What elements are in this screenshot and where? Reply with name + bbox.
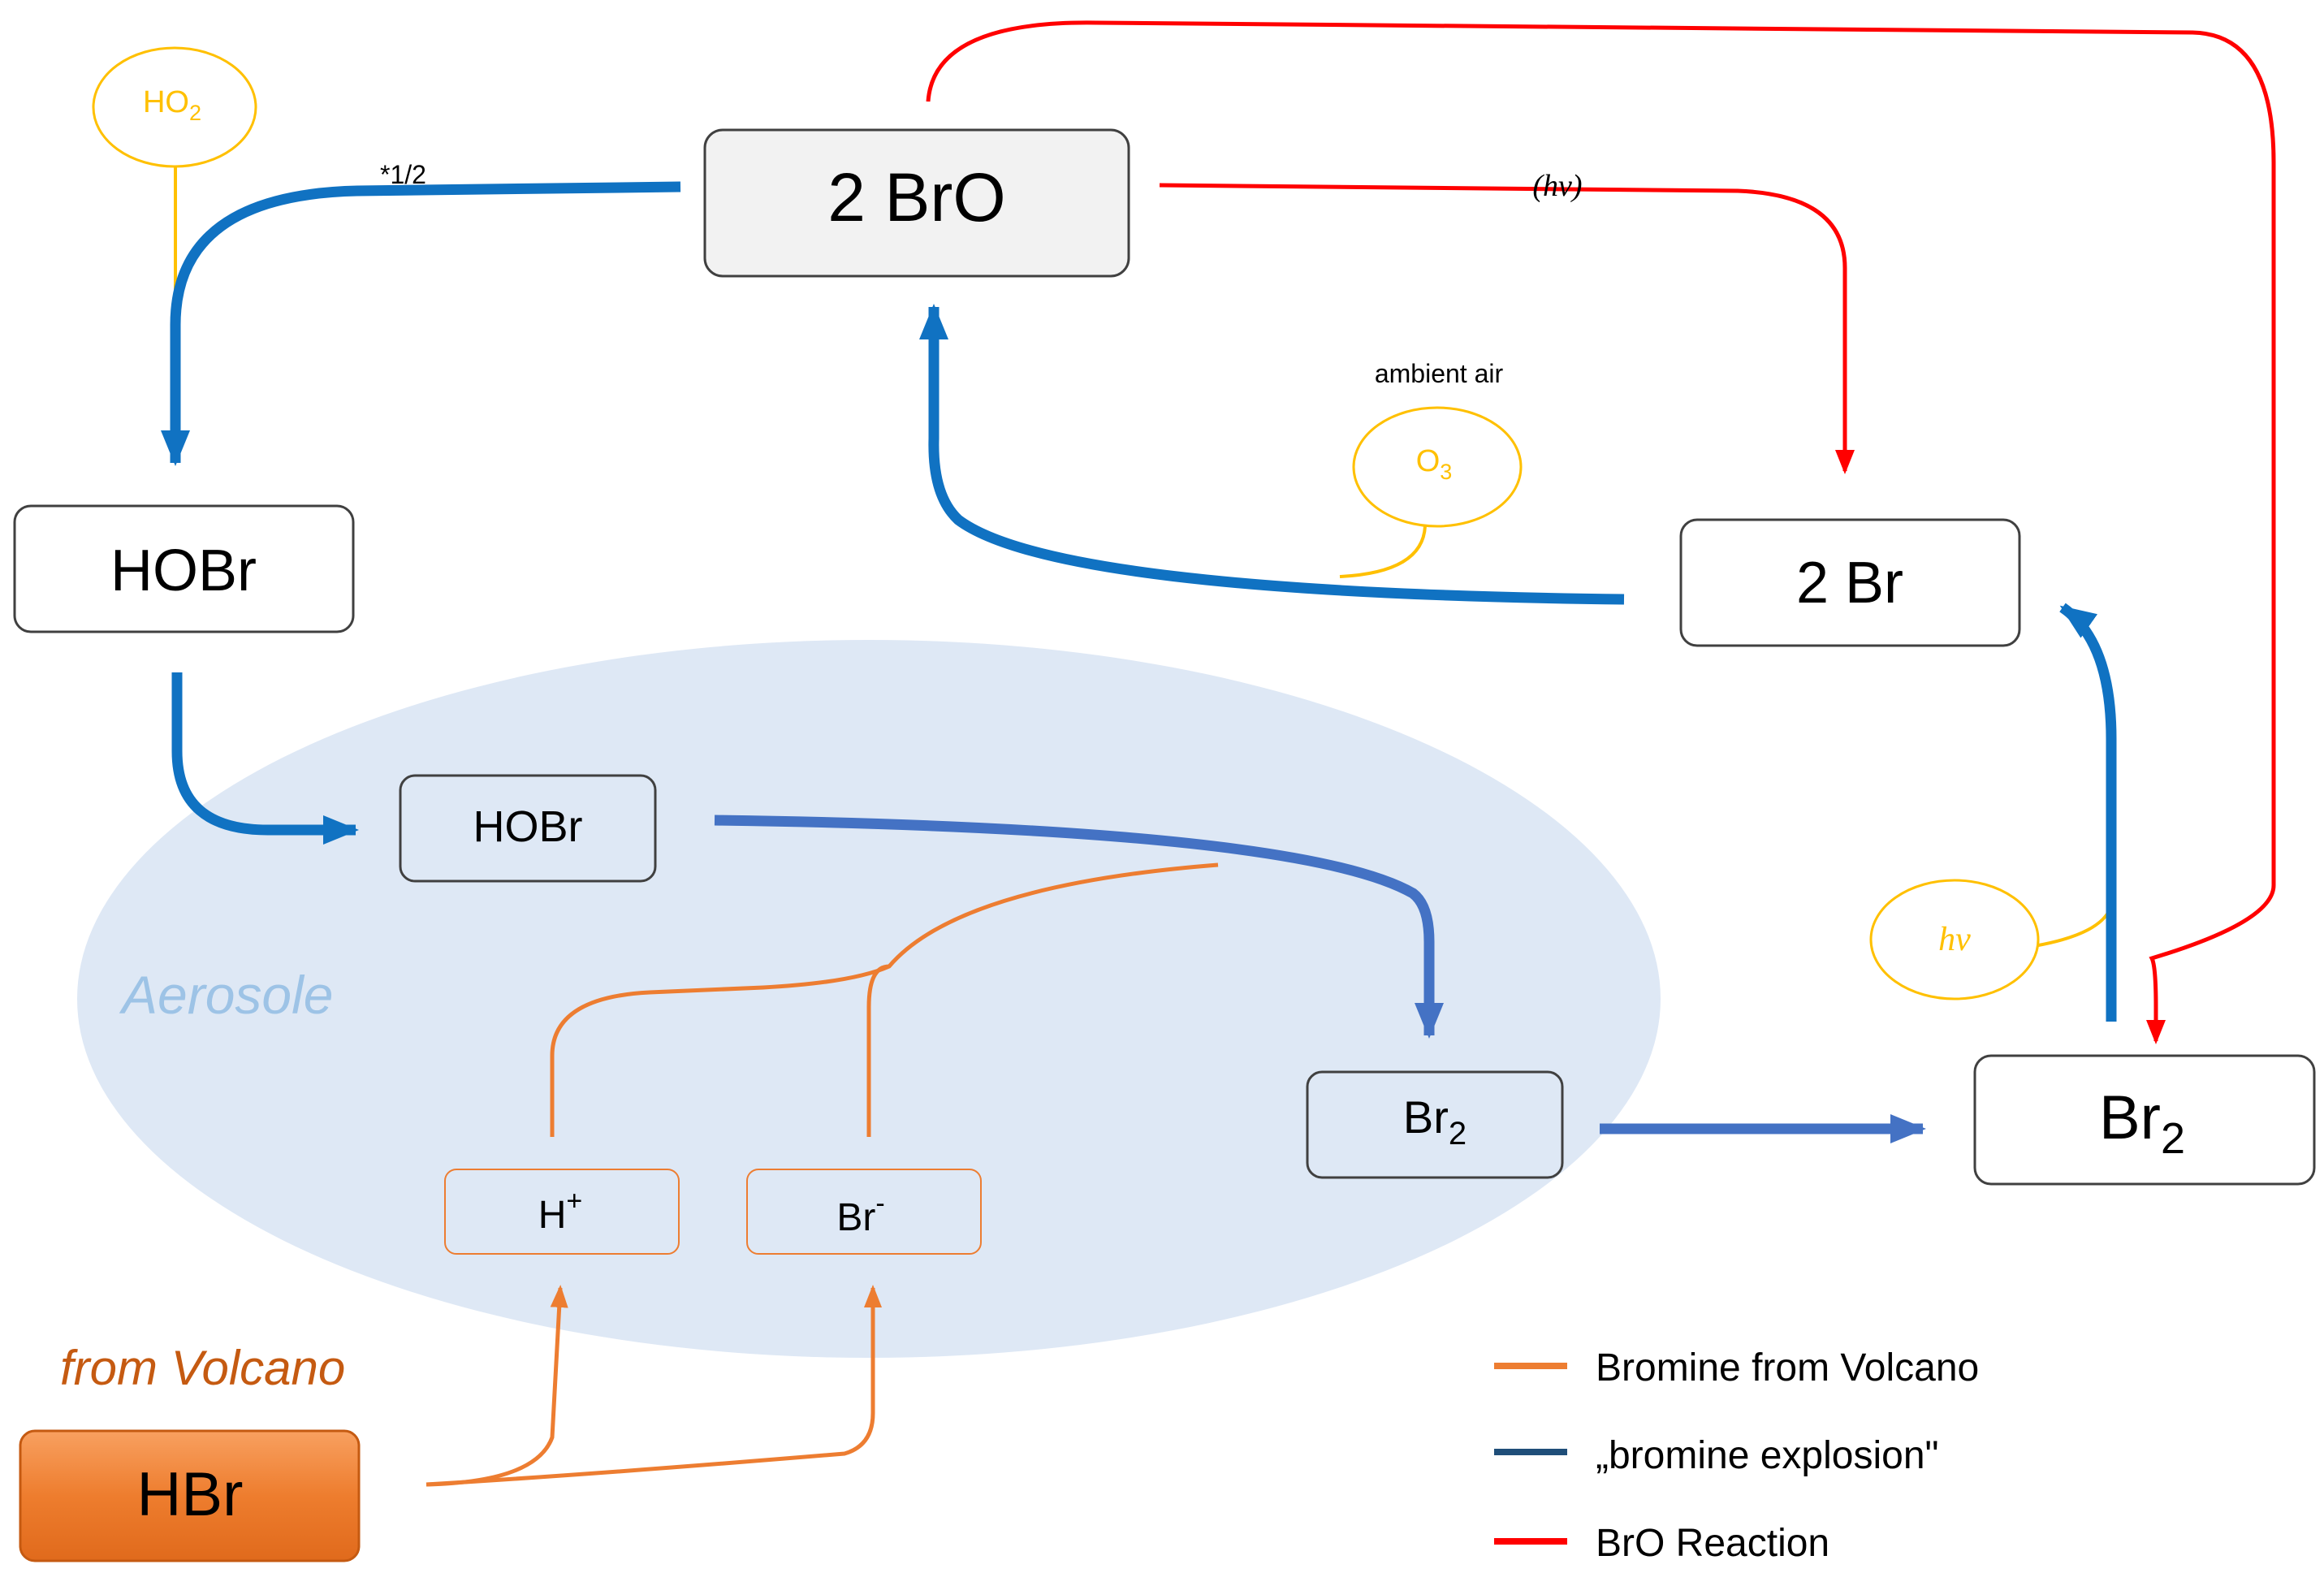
br2-aero-box	[1306, 1070, 1564, 1179]
arrow-bro-to-br2	[926, 20, 2276, 1044]
br2-right-box	[1973, 1054, 2316, 1186]
legend: Bromine from Volcano „bromine explosion"…	[1494, 1346, 1979, 1565]
h-plus-label: H+	[538, 1186, 583, 1237]
arrow-bro-to-br	[1159, 183, 1855, 474]
arrow-hobr-to-br2	[714, 815, 1444, 1039]
arrow-hbr-to-brminus	[425, 1285, 882, 1487]
ho2-label: HO2	[143, 85, 201, 125]
aerosole-label: Aerosole	[119, 965, 334, 1025]
hplus-to-reaction	[550, 862, 1219, 1137]
o3-connector	[1339, 525, 1427, 578]
legend-label-volcano: Bromine from Volcano	[1596, 1346, 1979, 1389]
from-volcano-label: from Volcano	[60, 1341, 345, 1395]
hobr-aero-label: HOBr	[473, 802, 583, 851]
br-minus-label: Br-	[836, 1188, 884, 1239]
hv-circle	[1869, 879, 2040, 1000]
legend-label-explosion: „bromine explosion"	[1596, 1434, 1939, 1477]
br-2-box	[1679, 518, 2021, 647]
hbr-label: HBr	[137, 1460, 244, 1529]
arrow-br2-to-br	[2059, 603, 2117, 1022]
hbr-box	[19, 1429, 361, 1562]
bro-label: 2 BrO	[827, 159, 1005, 236]
h-plus-box	[444, 1169, 680, 1255]
hobr-top-label: HOBr	[110, 538, 257, 603]
hobr-top-box	[13, 504, 355, 633]
br2-right-label: Br2	[2099, 1083, 2185, 1163]
arrow-hobr-to-aerosol	[171, 672, 359, 845]
o3-label: O3	[1416, 444, 1453, 484]
brminus-to-reaction	[866, 964, 890, 1137]
hobr-aero-box	[399, 774, 657, 883]
hv-top-label: (hν)	[1532, 169, 1582, 203]
br-minus-box	[746, 1169, 982, 1255]
hv-connector	[2033, 905, 2113, 948]
ambient-air-label: ambient air	[1375, 359, 1504, 388]
br2-aero-label: Br2	[1403, 1091, 1467, 1152]
bro-box	[703, 128, 1130, 278]
hv-right-label: hν	[1938, 921, 1971, 958]
arrow-br-to-bro	[919, 304, 1625, 605]
ho2-circle	[92, 46, 257, 168]
br-2-label: 2 Br	[1796, 551, 1903, 616]
legend-label-bro: BrO Reaction	[1596, 1522, 1829, 1565]
half-label: *1/2	[380, 160, 426, 189]
o3-circle	[1352, 406, 1523, 528]
arrow-bro-to-hobr	[161, 181, 681, 466]
